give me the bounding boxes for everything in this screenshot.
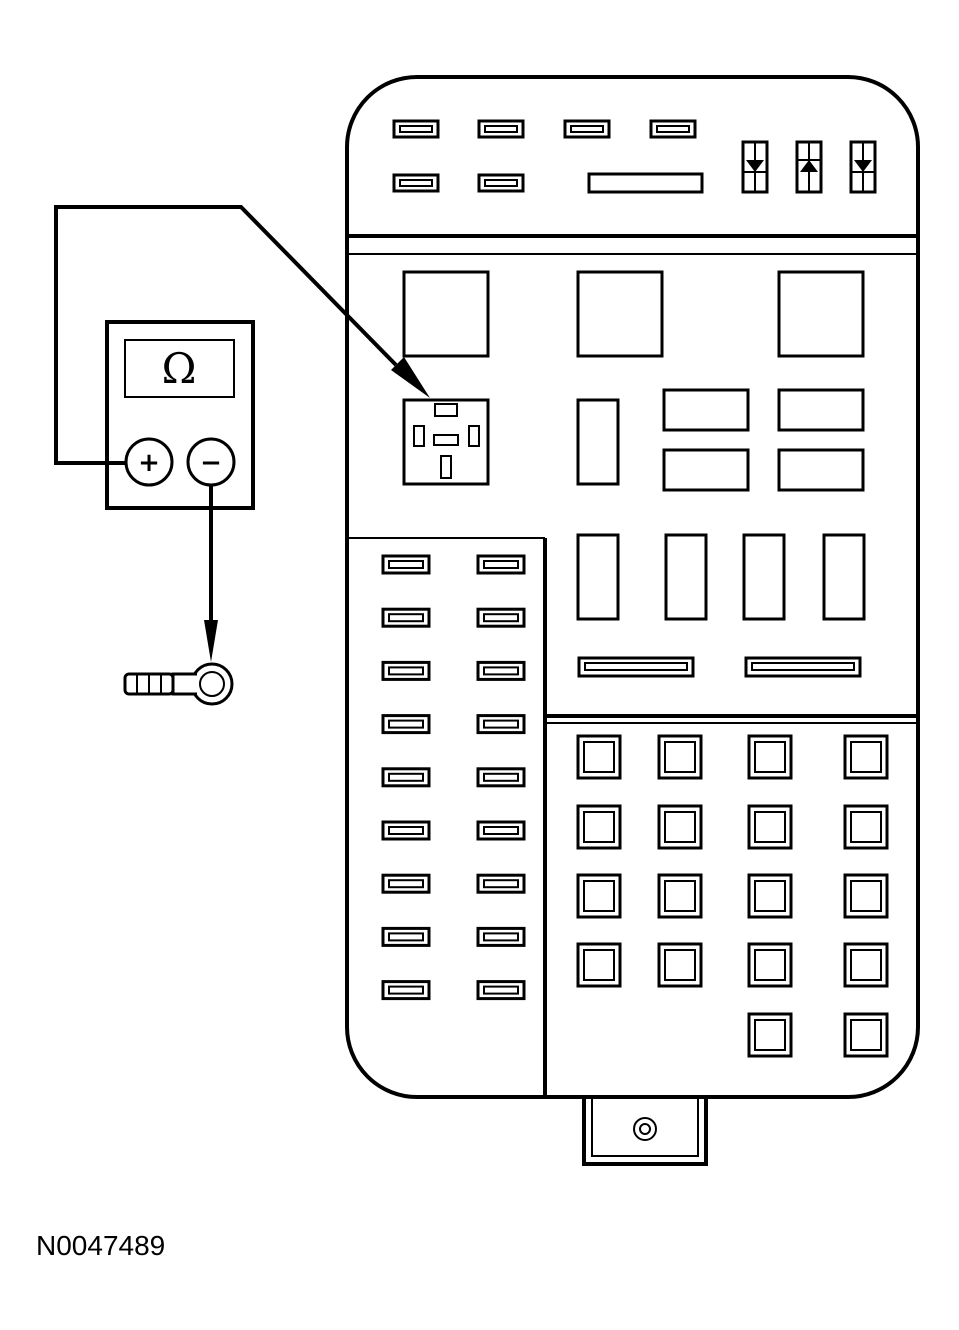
maxi-fuse xyxy=(576,734,622,780)
mini-fuse xyxy=(476,926,526,947)
relay-socket-under-test xyxy=(402,398,490,486)
top-mini-fuses xyxy=(392,119,704,194)
negative-test-lead xyxy=(204,485,218,662)
mini-fuse xyxy=(381,660,431,681)
maxi-fuse xyxy=(576,942,622,988)
socket-terminal-top xyxy=(434,403,458,417)
mini-fuse xyxy=(476,714,526,735)
mini-fuse xyxy=(476,873,526,894)
fuse-box-housing xyxy=(345,75,920,1099)
socket-terminal-right xyxy=(468,425,480,447)
mini-fuse xyxy=(649,119,697,139)
left-mini-fuses xyxy=(381,554,526,1001)
mini-fuse xyxy=(476,767,526,788)
negative-terminal-label: − xyxy=(200,448,222,478)
maxi-fuse xyxy=(843,942,889,988)
mid-relays xyxy=(576,388,866,621)
maxi-fuse xyxy=(747,804,793,850)
maxi-fuse xyxy=(657,873,703,919)
maxi-fuse xyxy=(657,734,703,780)
mini-fuse xyxy=(477,173,525,193)
mini-fuse xyxy=(381,873,431,894)
positive-test-lead xyxy=(54,205,430,465)
mini-fuse xyxy=(381,607,431,628)
relay xyxy=(822,533,866,621)
mini-fuse xyxy=(381,820,431,841)
relay xyxy=(777,270,865,358)
relay xyxy=(742,533,786,621)
maxi-fuse xyxy=(657,804,703,850)
mini-fuse xyxy=(477,119,525,139)
maxi-fuse xyxy=(843,804,889,850)
relay xyxy=(402,270,490,358)
ground-terminal-icon xyxy=(123,662,234,706)
maxi-fuse xyxy=(843,873,889,919)
mini-fuse xyxy=(392,119,440,139)
positive-terminal-label: + xyxy=(138,448,160,478)
relay xyxy=(576,270,664,358)
mini-fuse xyxy=(381,554,431,575)
diode-icon xyxy=(741,140,769,194)
mini-fuse xyxy=(563,119,611,139)
meter-body xyxy=(105,320,255,510)
probe-tip-icon xyxy=(204,620,218,662)
maxi-fuse xyxy=(843,734,889,780)
relay xyxy=(662,388,750,432)
mini-fuse xyxy=(476,554,526,575)
maxi-fuse xyxy=(657,942,703,988)
diode-icon xyxy=(849,140,877,194)
maxi-fuse xyxy=(843,1012,889,1058)
mini-fuse xyxy=(381,926,431,947)
meter-display-symbol: Ω xyxy=(162,344,197,393)
mini-fuse xyxy=(476,660,526,681)
maxi-fuse xyxy=(747,734,793,780)
socket-terminal-center xyxy=(433,434,459,446)
diodes xyxy=(741,140,877,194)
mini-fuse xyxy=(381,714,431,735)
maxi-fuse xyxy=(747,1012,793,1058)
mini-fuse xyxy=(381,980,431,1001)
socket-terminal-left xyxy=(413,425,425,447)
mini-fuse xyxy=(476,607,526,628)
large-relays xyxy=(402,270,865,358)
maxi-fuse xyxy=(576,873,622,919)
relay xyxy=(777,448,865,492)
mini-fuse xyxy=(476,820,526,841)
figure-id: N0047489 xyxy=(36,1230,165,1261)
maxi-fuse-grid xyxy=(576,734,889,1058)
ohmmeter: Ω + − xyxy=(105,320,255,510)
relay xyxy=(576,533,620,621)
meter-display xyxy=(124,339,235,398)
maxi-fuse xyxy=(747,942,793,988)
maxi-fuse xyxy=(576,804,622,850)
diode-icon xyxy=(795,140,823,194)
mini-fuse xyxy=(392,173,440,193)
long-connector xyxy=(577,656,695,678)
mounting-tab xyxy=(582,1097,708,1166)
relay xyxy=(576,398,620,486)
probe-tip-icon xyxy=(391,357,430,398)
mini-fuse xyxy=(476,980,526,1001)
maxi-fuse xyxy=(747,873,793,919)
relay xyxy=(777,388,865,432)
long-connector xyxy=(744,656,862,678)
relay xyxy=(664,533,708,621)
long-connectors xyxy=(577,656,862,678)
mini-fuse xyxy=(381,767,431,788)
socket-terminal-bottom xyxy=(440,455,452,479)
relay xyxy=(662,448,750,492)
long-connector xyxy=(587,172,704,194)
